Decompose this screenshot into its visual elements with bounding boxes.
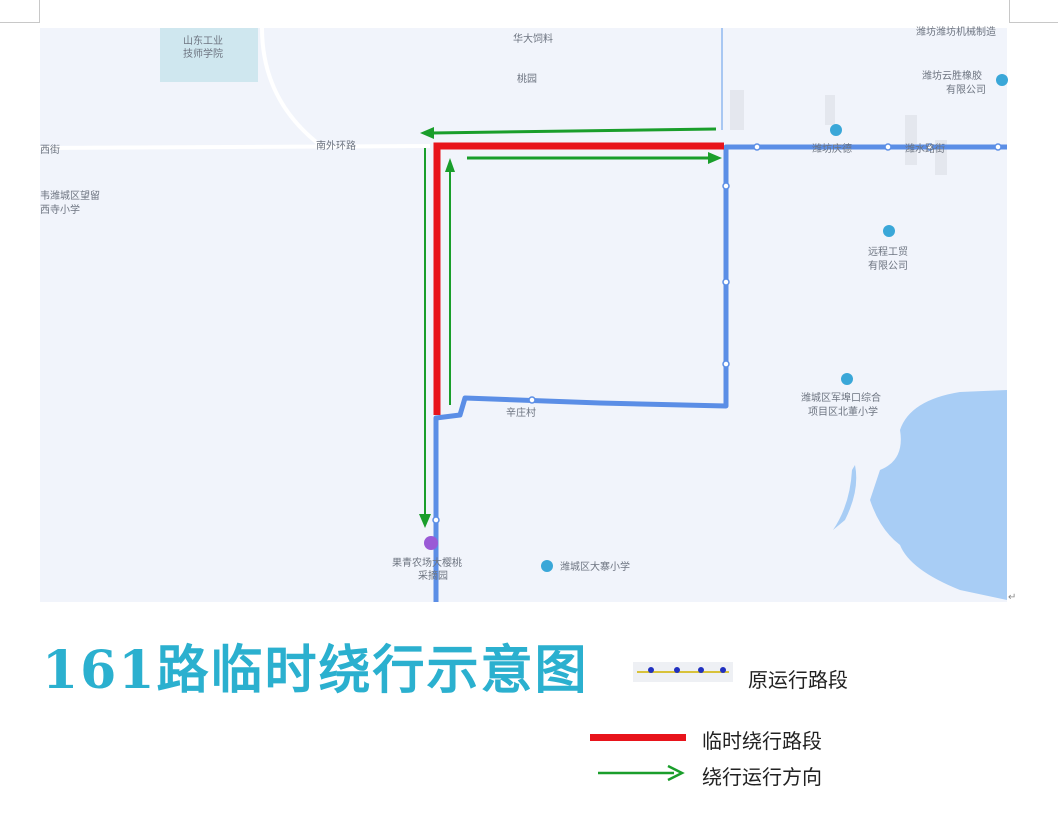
school-icon — [841, 373, 853, 385]
detour-route — [433, 142, 724, 415]
school-icon — [541, 560, 553, 572]
map-label: 南外环路 — [316, 139, 356, 152]
map-label: 辛庄村 — [506, 406, 536, 419]
water-body — [870, 390, 1007, 600]
farm-icon — [424, 536, 438, 550]
bus-stop — [528, 396, 536, 404]
map-label: 果青农场大樱桃 — [392, 556, 462, 569]
bus-stop — [722, 278, 730, 286]
bus-stop — [432, 516, 440, 524]
arrow-head-right — [708, 152, 722, 164]
direction-arrows — [419, 127, 722, 528]
legend-original-route-icon — [633, 662, 733, 682]
legend-detour-route-icon — [590, 734, 686, 741]
map-label: 项目区北董小学 — [808, 405, 878, 418]
map-background — [40, 28, 1007, 602]
map-label: 韦潍城区望留 — [40, 189, 100, 202]
map-label: 有限公司 — [946, 83, 986, 96]
map-label: 有限公司 — [868, 259, 908, 272]
page-corner-mark — [1009, 0, 1058, 23]
bus-stop — [753, 143, 761, 151]
map-label: 采摘园 — [418, 569, 448, 582]
map-label: 桃园 — [517, 72, 537, 85]
map-label: 潍水路街 — [905, 142, 945, 155]
poi-icon — [830, 124, 842, 136]
arrow-head-up — [445, 158, 455, 172]
page-title: 161路临时绕行示意图 — [42, 640, 589, 701]
water-inlet — [833, 465, 857, 530]
route-map: 山东工业 技师学院 华大饲料 桃园 潍坊潍坊机械制造 潍坊云胜橡胶 有限公司 南… — [39, 25, 1008, 602]
map-label: 西寺小学 — [40, 203, 80, 216]
legend-direction-arrow-icon — [598, 764, 685, 782]
paragraph-mark: ↵ — [1008, 592, 1017, 603]
map-label: 潍城区大寨小学 — [560, 560, 630, 573]
map-label: 潍坊庆德 — [812, 142, 852, 155]
arrow-head-left — [420, 127, 434, 139]
bus-stop — [994, 143, 1002, 151]
map-label: 西街 — [40, 143, 60, 156]
bus-stop — [722, 360, 730, 368]
road — [260, 27, 322, 147]
map-label: 山东工业 — [183, 34, 223, 47]
map-label: 潍城区军埠口综合 — [801, 391, 881, 404]
legend-detour-route-label: 临时绕行路段 — [702, 729, 822, 753]
legend-original-route-label: 原运行路段 — [748, 668, 848, 692]
poi-icon — [996, 74, 1008, 86]
bus-stop — [926, 143, 934, 151]
road-nanwaihuan — [39, 144, 431, 150]
poi-icon — [883, 225, 895, 237]
map-label: 潍坊潍坊机械制造 — [916, 25, 996, 38]
bus-stop — [884, 143, 892, 151]
bus-stops — [432, 143, 1002, 524]
map-label: 技师学院 — [183, 47, 223, 60]
legend-direction-label: 绕行运行方向 — [702, 765, 822, 789]
page-corner-mark — [0, 0, 40, 23]
map-label: 远程工贸 — [868, 246, 908, 258]
arrow-head-down — [419, 514, 431, 528]
bus-stop — [722, 182, 730, 190]
map-label: 潍坊云胜橡胶 — [922, 69, 982, 82]
map-label: 华大饲料 — [513, 32, 553, 45]
campus-area — [160, 28, 258, 82]
